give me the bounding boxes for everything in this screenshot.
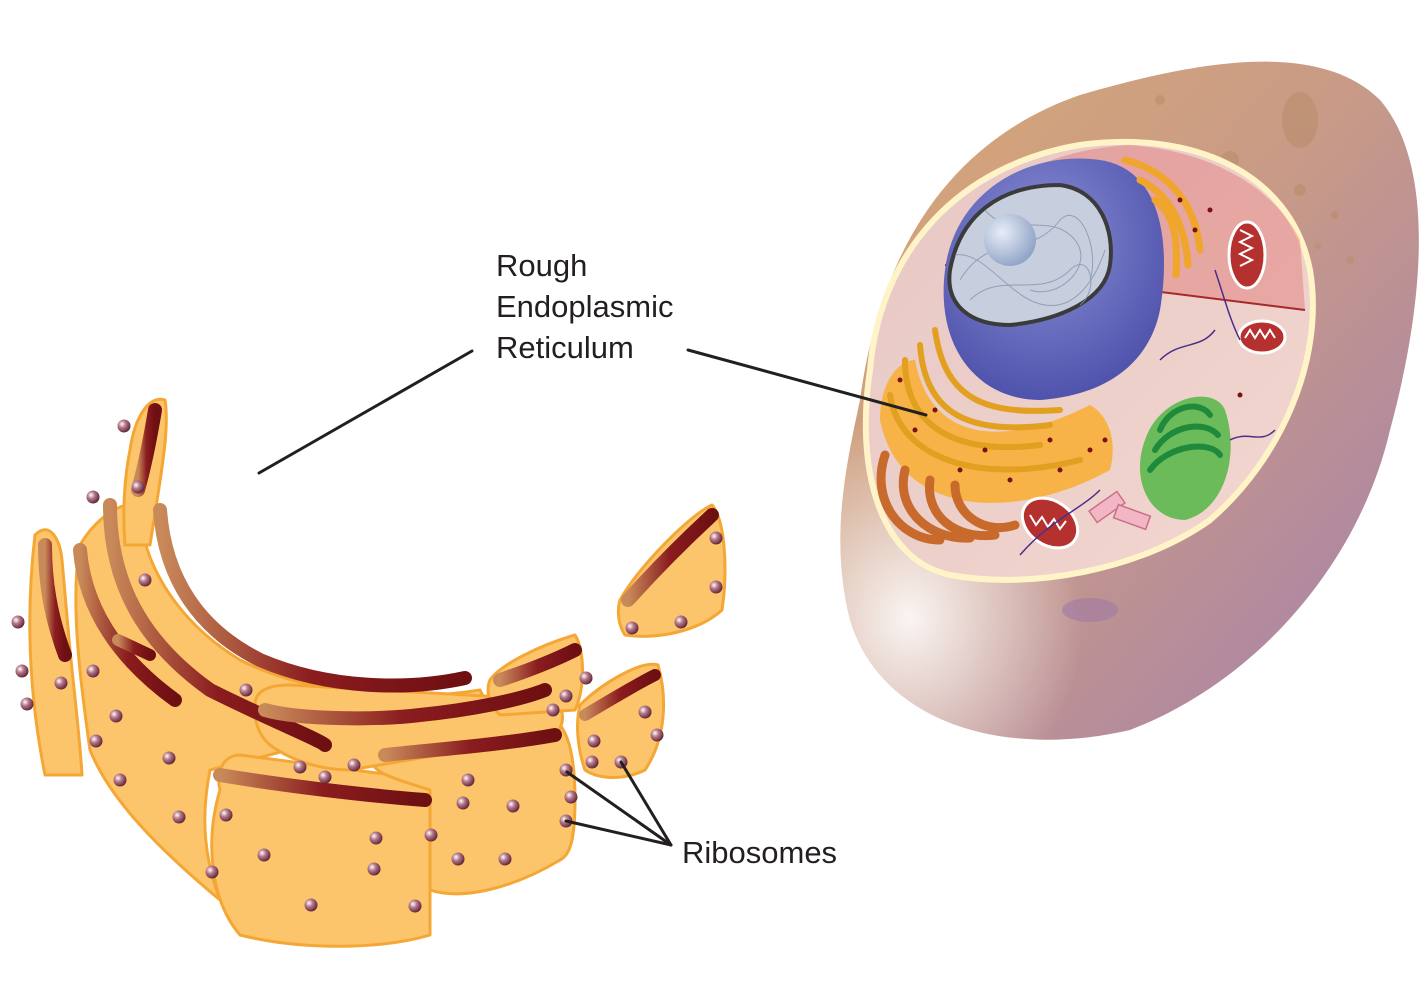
ribosome-leader-1 (565, 770, 673, 847)
rough-er-label: Rough Endoplasmic Reticulum (496, 245, 673, 368)
centrioles (1088, 490, 1152, 531)
mitochondrion-bottom (1020, 496, 1080, 550)
rough-er-label-line3: Reticulum (496, 330, 634, 365)
er-cisterna-right-small (576, 662, 666, 779)
golgi-stacks (1121, 156, 1204, 279)
leader-lines (257, 348, 928, 847)
ribosomes-label: Ribosomes (682, 835, 838, 870)
mitochondrion-right (1237, 319, 1287, 355)
rer-leader-left (257, 349, 474, 475)
er-lumens (38, 403, 719, 807)
cell-illustration (840, 61, 1419, 740)
ribosome-leader-2 (564, 819, 673, 847)
golgi-apparatus (876, 450, 1020, 545)
ribosomes (11, 419, 723, 913)
green-organelle (1139, 396, 1231, 520)
rer-leader-right (686, 348, 928, 417)
er-cisterna-main (28, 528, 84, 777)
rough-er-label-line2: Endoplasmic (496, 289, 674, 324)
rough-er-closeup (11, 397, 727, 948)
cytoskeleton (1019, 269, 1276, 556)
nucleolus (984, 214, 1036, 266)
er-cisterna-detached (616, 503, 727, 638)
ribosome-leader-3 (619, 760, 673, 847)
cell-rough-er (880, 197, 1243, 503)
mitochondrion-top (1227, 220, 1267, 290)
rough-er-label-line1: Rough (496, 248, 588, 283)
